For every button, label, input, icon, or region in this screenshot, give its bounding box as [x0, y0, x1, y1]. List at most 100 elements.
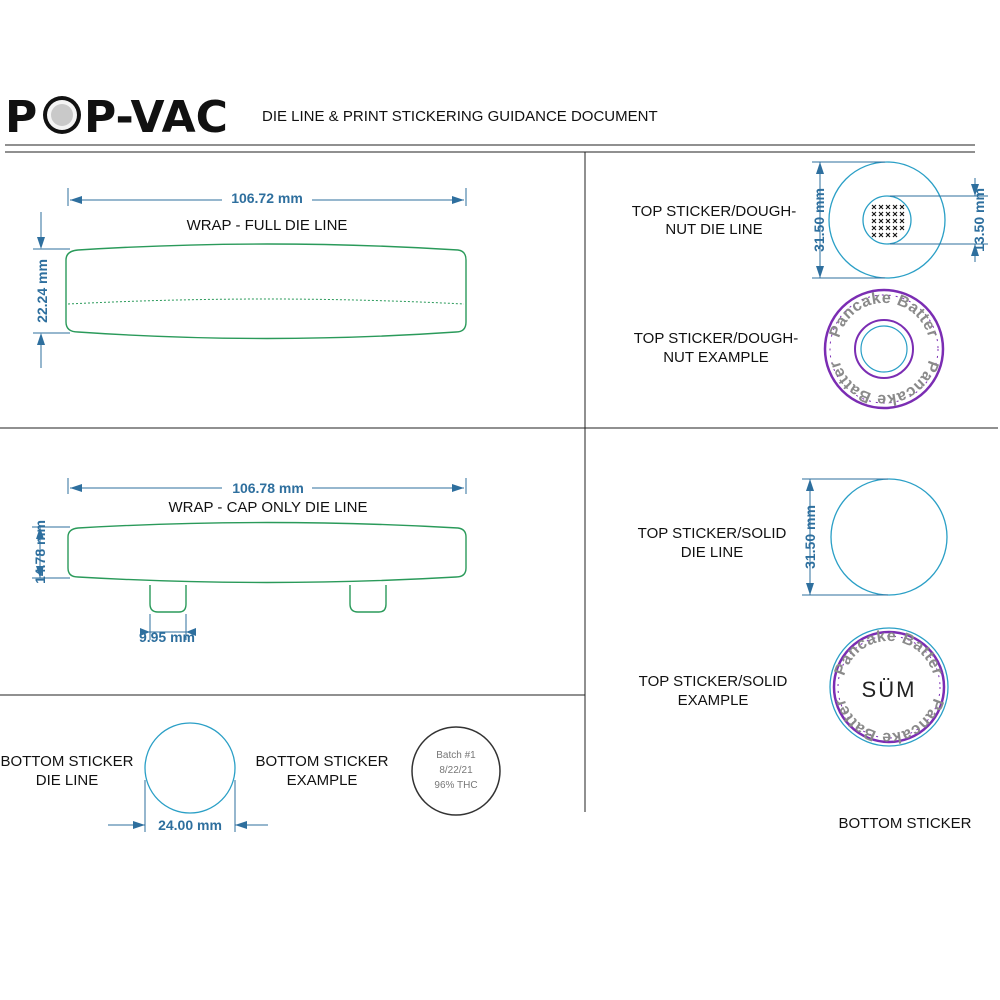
cross-mark-icon [892, 204, 898, 210]
donut-outer-circle [828, 161, 946, 279]
arrow-up-icon [36, 527, 44, 539]
document-title: DIE LINE & PRINT STICKERING GUIDANCE DOC… [262, 108, 658, 125]
section-grid [0, 152, 998, 812]
wrap-cap-section: 106.78 mm WRAP - CAP ONLY DIE LINE 14.78… [32, 478, 467, 645]
donut-inner-dimension-text: 13.50 mm [971, 188, 987, 252]
cross-mark-icon [885, 232, 891, 238]
bottom-die-label-line2: DIE LINE [36, 772, 99, 789]
bottom-sticker-section: BOTTOM STICKER DIE LINE 24.00 mm BOTTOM … [0, 722, 501, 833]
arrow-down-icon [806, 583, 814, 595]
arrow-down-icon [971, 184, 979, 196]
arrow-down-icon [36, 566, 44, 578]
cross-mark-icon [899, 218, 905, 224]
arrow-right-icon [140, 628, 150, 636]
cross-mark-icon [899, 225, 905, 231]
solid-sticker-example: Pancake Batter Pancake Batter SÜM [829, 627, 949, 747]
arrow-left-icon [70, 484, 82, 492]
top-solid-die-section: TOP STICKER/SOLID DIE LINE 31.50 mm [638, 478, 948, 596]
bottom-sticker-example-circle [411, 726, 501, 816]
solid-example-dotted-ring [837, 635, 941, 739]
wrap-full-fold-line [67, 298, 465, 305]
wrap-cap-label: WRAP - CAP ONLY DIE LINE [169, 499, 368, 516]
donut-example-hole [860, 325, 908, 373]
dim-label-bg [222, 479, 312, 495]
cap-height-dimension-text: 14.78 mm [32, 520, 48, 584]
cross-mark-icon [871, 218, 877, 224]
donut-example-label-line2: NUT EXAMPLE [663, 349, 769, 366]
cross-mark-icon [899, 211, 905, 217]
top-solid-example-section: TOP STICKER/SOLID EXAMPLE Pancake Batter… [639, 627, 949, 747]
cross-mark-icon [878, 232, 884, 238]
cross-mark-icon [899, 204, 905, 210]
solid-die-circle [830, 478, 948, 596]
cross-mark-icon [871, 211, 877, 217]
cap-tab-left [149, 585, 187, 613]
arrow-right-icon [452, 484, 464, 492]
cross-mark-icon [892, 218, 898, 224]
cross-mark-icon [885, 204, 891, 210]
cap-width-dimension-text: 106.78 mm [232, 480, 304, 496]
header: P P-VAC DIE LINE & PRINT STICKERING GUID… [5, 92, 975, 153]
arrow-up-icon [971, 244, 979, 256]
width-dimension-text: 106.72 mm [231, 190, 303, 206]
cross-mark-icon [892, 225, 898, 231]
top-donut-example-section: TOP STICKER/DOUGH- NUT EXAMPLE Pancake B… [634, 288, 945, 410]
wrap-full-die-outline [65, 243, 467, 340]
arrow-right-icon [133, 821, 145, 829]
donut-die-label-line1: TOP STICKER/DOUGH- [632, 203, 796, 220]
arrow-left-icon [235, 821, 247, 829]
solid-example-outer-circle [829, 627, 949, 747]
donut-example-label-line1: TOP STICKER/DOUGH- [634, 330, 798, 347]
bottom-sticker-die-circle [144, 722, 236, 814]
donut-outer-dimension-text: 31.50 mm [811, 188, 827, 252]
cross-mark-icon [878, 218, 884, 224]
logo-o-circle-icon [43, 96, 81, 134]
arrow-up-icon [816, 162, 824, 174]
tab-dimension-text: 9.95 mm [139, 629, 195, 645]
cross-mark-icon [878, 225, 884, 231]
pop-vac-logo: P P-VAC [5, 92, 228, 143]
donut-die-label-line2: NUT DIE LINE [665, 221, 762, 238]
dim-label-bg [222, 190, 312, 206]
cross-mark-icon [878, 211, 884, 217]
solid-die-label-line2: DIE LINE [681, 544, 744, 561]
top-donut-die-section: TOP STICKER/DOUGH- NUT DIE LINE 31.50 mm… [632, 161, 988, 279]
cross-mark-icon [885, 211, 891, 217]
height-dimension-text: 22.24 mm [34, 259, 50, 323]
donut-sticker-example: Pancake Batter Pancake Batter [823, 288, 945, 410]
cross-mark-icon [885, 225, 891, 231]
cross-mark-icon [871, 225, 877, 231]
bottom-example-batch: Batch #1 [436, 750, 476, 761]
bottom-example-thc: 96% THC [434, 780, 477, 791]
cross-mark-icon [871, 204, 877, 210]
solid-example-label-line2: EXAMPLE [678, 692, 749, 709]
donut-example-dotted-ring [829, 294, 939, 404]
solid-die-label-line1: TOP STICKER/SOLID [638, 525, 787, 542]
bottom-example-label-line2: EXAMPLE [287, 772, 358, 789]
cross-mark-icon [871, 232, 877, 238]
arrow-right-icon [452, 196, 464, 204]
logo-right-text: P-VAC [84, 92, 228, 143]
bottom-example-label-line1: BOTTOM STICKER [255, 753, 388, 770]
solid-dimension-text: 31.50 mm [802, 505, 818, 569]
wrap-full-label: WRAP - FULL DIE LINE [187, 217, 348, 234]
bottom-diameter-text: 24.00 mm [158, 817, 222, 833]
solid-example-label-line1: TOP STICKER/SOLID [639, 673, 788, 690]
bottom-example-date: 8/22/21 [439, 765, 473, 776]
arrow-down-icon [37, 237, 45, 249]
cross-mark-icon [892, 211, 898, 217]
donut-inner-circle [862, 195, 912, 245]
footer-bottom-sticker-label: BOTTOM STICKER [838, 815, 971, 832]
arrow-down-icon [816, 266, 824, 278]
cap-tab-right [349, 585, 387, 613]
donut-hole-cross-pattern-icon [871, 204, 905, 238]
arrow-up-icon [37, 333, 45, 345]
arrow-left-icon [186, 628, 196, 636]
logo-left-text: P [5, 92, 37, 143]
cross-mark-icon [878, 204, 884, 210]
arrow-up-icon [806, 479, 814, 491]
solid-example-purple-ring [832, 630, 946, 744]
wrap-cap-die-outline [67, 521, 467, 584]
bottom-die-label-line1: BOTTOM STICKER [0, 753, 133, 770]
